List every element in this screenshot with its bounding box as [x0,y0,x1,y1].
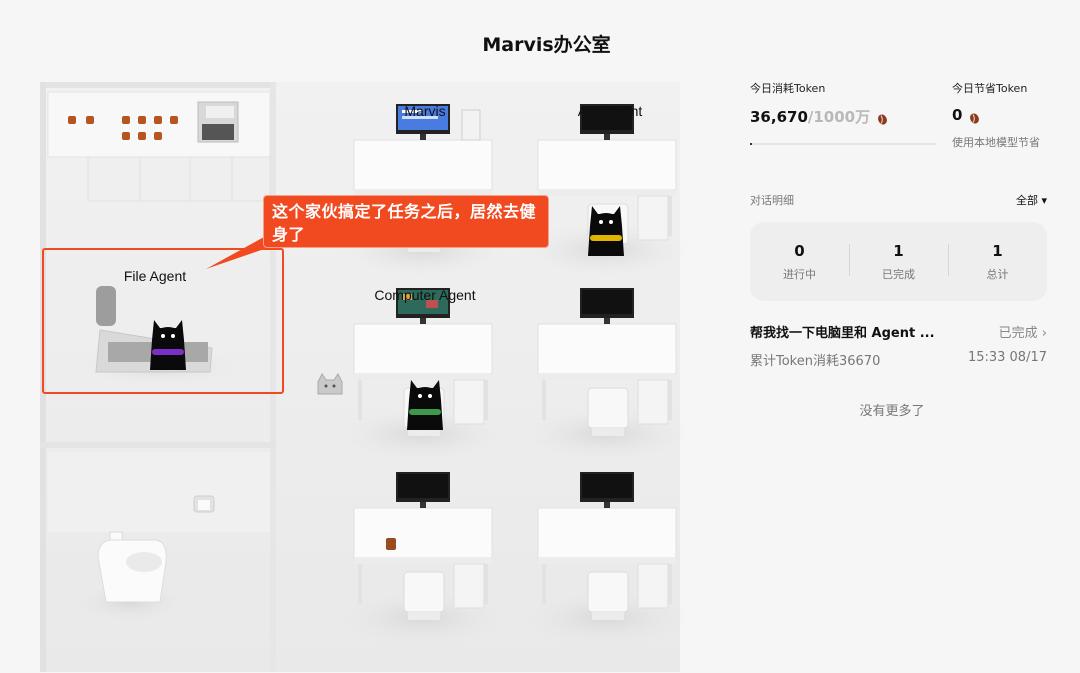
desk-2 [521,104,691,278]
callout-bubble: 这个家伙搞定了任务之后，居然去健身了 [263,195,549,248]
agent-app-agent [588,206,624,256]
today-saved-note: 使用本地模型节省 [952,136,1040,149]
agent-scarf [152,349,184,355]
today-used-value: 36,670 [750,107,808,126]
counter-label: 已完成 [882,267,915,281]
desk-grid [150,104,691,646]
agent-label-marvis[interactable]: Marvis [404,103,446,119]
dialog-section-title: 对话明细 [750,194,794,207]
today-used-stat: 今日消耗Token 36,670 /1000万 [750,80,936,150]
cat-statue [317,373,343,395]
agent-scarf [409,409,441,415]
agent-scarf [590,235,622,241]
counter-completed[interactable]: 1 已完成 [849,242,948,282]
today-saved-stat: 今日节省Token 0 使用本地模型节省 [952,80,1050,150]
kitchen-counter [47,91,271,202]
counter-value: 1 [992,241,1003,260]
agent-file-agent [150,320,186,370]
callout-pointer [206,237,270,269]
agent-label-app-agent[interactable]: App Agent [577,103,643,119]
task-timestamp: 15:33 08/17 [967,350,1047,365]
dialog-section-header: 对话明细 全部 ▾ [750,192,1047,208]
page-title: Marvis办公室 [482,34,611,56]
task-list-item[interactable]: 帮我找一下电脑里和 Agent ... 已完成 › 累计Token消耗36670… [750,322,1047,369]
office-scene: Marvis App Agent File Agent Computer Age… [0,62,700,673]
desk-4 [521,288,691,462]
counter-total[interactable]: 1 总计 [948,242,1047,282]
counter-value: 0 [794,241,805,260]
counter-label: 总计 [986,267,1009,281]
dialog-counter-card: 0 进行中 1 已完成 1 总计 [750,222,1047,301]
pc-tower [461,109,481,141]
list-end-text: 没有更多了 [859,404,925,419]
counter-in-progress[interactable]: 0 进行中 [750,242,849,282]
coffee-bean-icon [969,110,980,124]
coffee-cup [386,538,396,550]
agent-computer-agent [407,380,443,430]
today-saved-value: 0 [952,106,963,124]
task-token-usage: 累计Token消耗36670 [750,354,881,369]
counter-label: 进行中 [783,267,816,281]
today-used-progress [750,143,936,145]
bathroom [48,452,270,622]
token-stats: 今日消耗Token 36,670 /1000万 今日节省Token 0 使用本地… [750,80,1050,150]
counter-value: 1 [893,241,904,260]
coffee-bean-icon [877,111,888,125]
file-agent-highlight [42,248,284,394]
dialog-filter-dropdown[interactable]: 全部 ▾ [1015,194,1047,207]
desk-6 [521,472,691,646]
agent-label-file-agent[interactable]: File Agent [123,268,187,284]
today-used-limit: /1000万 [807,108,871,126]
office-floor-illustration [40,82,691,672]
today-saved-label: 今日节省Token [952,82,1028,95]
agent-label-computer-agent[interactable]: Computer Agent [374,287,476,303]
task-status-link[interactable]: 已完成 › [998,326,1047,341]
desk-5 [337,472,507,646]
task-title: 帮我找一下电脑里和 Agent ... [750,326,935,341]
today-used-label: 今日消耗Token [750,82,826,95]
